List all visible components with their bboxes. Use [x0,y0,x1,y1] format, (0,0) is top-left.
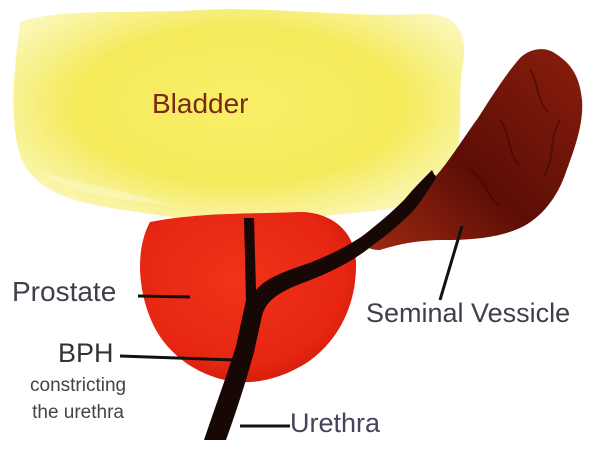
prostate-leader-line [138,296,190,297]
urethra-label: Urethra [290,408,380,439]
bph-label: BPH [58,338,114,369]
bph-caption-line-2: the urethra [30,399,126,426]
seminal-vesicle-label: Seminal Vessicle [366,298,570,329]
bph-caption: constricting the urethra [30,372,126,426]
bladder-label: Bladder [152,88,249,120]
bph-caption-line-1: constricting [30,372,126,399]
prostate-label: Prostate [12,276,116,308]
